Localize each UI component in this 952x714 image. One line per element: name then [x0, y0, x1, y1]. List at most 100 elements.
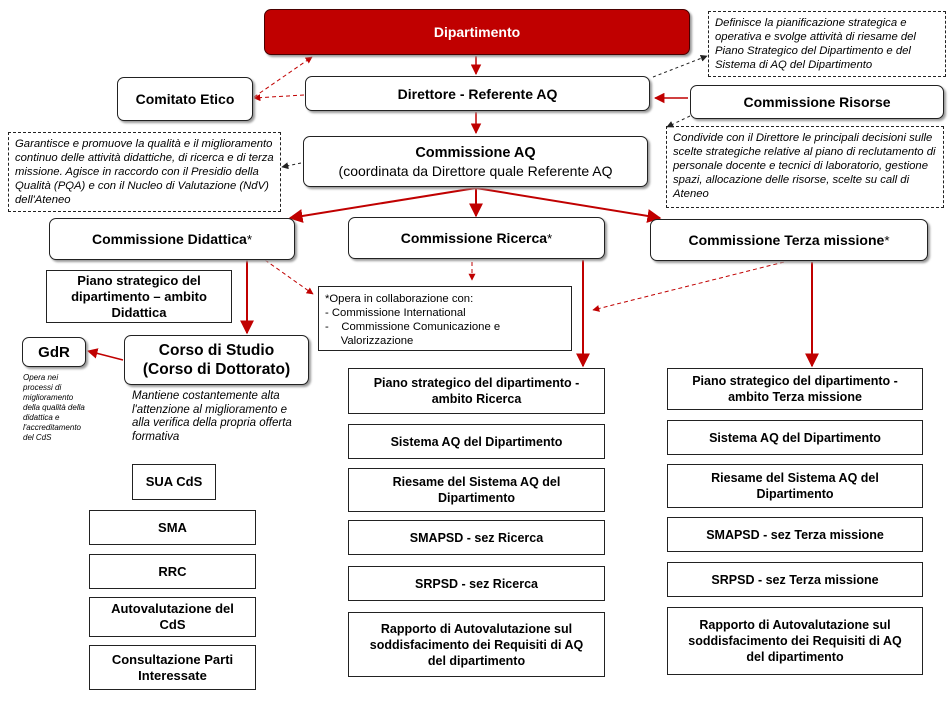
ricerca-piano-line-2: ambito Ricerca — [431, 392, 522, 406]
didattica-piano-line-2: dipartimento – ambito — [71, 288, 207, 304]
sma-box: SMA — [89, 510, 256, 545]
dipartimento-box: Dipartimento — [264, 9, 690, 55]
didattica-piano-line-1: Piano strategico del — [77, 272, 201, 288]
commissione-didattica-box: Commissione Didattica* — [49, 218, 295, 260]
gdr-box: GdR — [22, 337, 86, 367]
nota-gdr-line-6: l'accreditamento — [23, 423, 81, 432]
ricerca-riesame-line-1: Riesame del Sistema AQ del — [392, 475, 561, 489]
nota-direttore: Definisce la pianificazione strategica e… — [708, 11, 946, 77]
collaborazione-title: *Opera in collaborazione con: — [325, 293, 474, 305]
commissione-terza-box: Commissione Terza missione* — [650, 219, 928, 261]
collaborazione-note: *Opera in collaborazione con: - Commissi… — [318, 286, 572, 351]
gdr-label: GdR — [38, 343, 70, 361]
nota-corso-text: Mantiene costantemente alta l'attenzione… — [132, 390, 292, 443]
ricerca-rapporto-line-2: soddisfacimento dei Requisiti di AQ — [369, 637, 584, 652]
commissione-risorse-label: Commissione Risorse — [743, 94, 891, 110]
arrow-aq-didattica — [288, 187, 477, 223]
nota-corso: Mantiene costantemente alta l'attenzione… — [132, 390, 302, 444]
terza-riesame-line-2: Dipartimento — [756, 487, 834, 501]
ricerca-riesame-line-2: Dipartimento — [437, 491, 516, 505]
terza-riesame-line-1: Riesame del Sistema AQ del — [711, 471, 879, 485]
ricerca-sistema-label: Sistema AQ del Dipartimento — [390, 434, 563, 449]
commissione-aq-subtitle: (coordinata da Direttore quale Referente… — [338, 162, 613, 179]
terza-rapporto-line-3: del dipartimento — [746, 650, 844, 664]
nota-risorse: Condivide con il Direttore le principali… — [666, 126, 944, 208]
ricerca-piano-line-1: Piano strategico del dipartimento - — [373, 376, 580, 390]
terza-rapporto-line-1: Rapporto di Autovalutazione sul — [699, 618, 891, 632]
collaborazione-item-international: - Commissione International — [325, 307, 466, 319]
terza-srpsd-label: SRPSD - sez Terza missione — [711, 572, 879, 587]
autovalutazione-line-2: CdS — [159, 617, 186, 632]
commissione-aq-title: Commissione AQ — [415, 144, 536, 161]
terza-riesame-box: Riesame del Sistema AQ del Dipartimento — [667, 464, 923, 508]
arrow-corso-gdr — [86, 348, 124, 361]
nota-gdr-line-7: del CdS — [23, 433, 52, 442]
ricerca-smapsd-box: SMAPSD - sez Ricerca — [348, 520, 605, 555]
commissione-terza-label: Commissione Terza missione — [688, 232, 885, 248]
terza-smapsd-box: SMAPSD - sez Terza missione — [667, 517, 923, 552]
terza-piano-box: Piano strategico del dipartimento - ambi… — [667, 368, 923, 410]
arrow-aq-terza — [475, 187, 662, 223]
arrow-terza-collab — [592, 261, 785, 312]
commissione-risorse-box: Commissione Risorse — [690, 85, 944, 119]
ricerca-piano-box: Piano strategico del dipartimento - ambi… — [348, 368, 605, 414]
ricerca-sistema-box: Sistema AQ del Dipartimento — [348, 424, 605, 459]
asterisk-ricerca: * — [547, 230, 553, 246]
terza-sistema-box: Sistema AQ del Dipartimento — [667, 420, 923, 455]
arrow-direttore-comitato — [253, 94, 305, 102]
commissione-ricerca-box: Commissione Ricerca* — [348, 217, 605, 259]
arrow-comitato-dip — [253, 56, 313, 98]
sua-cds-label: SUA CdS — [145, 474, 203, 489]
consultazione-box: Consultazione Parti Interessate — [89, 645, 256, 690]
terza-piano-line-2: ambito Terza missione — [728, 390, 862, 404]
terza-srpsd-box: SRPSD - sez Terza missione — [667, 562, 923, 597]
nota-gdr: Opera nei processi di miglioramento dell… — [23, 373, 103, 443]
nota-risorse-text: Condivide con il Direttore le principali… — [673, 132, 936, 200]
commissione-aq-box: Commissione AQ (coordinata da Direttore … — [303, 136, 648, 187]
ricerca-rapporto-line-1: Rapporto di Autovalutazione sul — [380, 621, 573, 636]
ricerca-riesame-box: Riesame del Sistema AQ del Dipartimento — [348, 468, 605, 512]
ricerca-srpsd-box: SRPSD - sez Ricerca — [348, 566, 605, 601]
ricerca-rapporto-line-3: del dipartimento — [427, 653, 526, 668]
nota-direttore-text: Definisce la pianificazione strategica e… — [715, 17, 916, 71]
direttore-box: Direttore - Referente AQ — [305, 76, 650, 111]
dipartimento-label: Dipartimento — [433, 24, 521, 40]
arrow-aq-nota — [281, 162, 302, 170]
terza-rapporto-box: Rapporto di Autovalutazione sul soddisfa… — [667, 607, 923, 675]
didattica-piano-box: Piano strategico del dipartimento – ambi… — [46, 270, 232, 323]
nota-gdr-line-3: miglioramento — [23, 393, 74, 402]
autovalutazione-cds-box: Autovalutazione del CdS — [89, 597, 256, 637]
nota-gdr-line-5: didattica e — [23, 413, 60, 422]
terza-sistema-label: Sistema AQ del Dipartimento — [709, 430, 881, 445]
direttore-label: Direttore - Referente AQ — [397, 85, 558, 102]
nota-gdr-line-2: processi di — [23, 383, 62, 392]
nota-gdr-line-4: della qualità della — [23, 403, 85, 412]
corso-line-2: (Corso di Dottorato) — [142, 361, 291, 378]
autovalutazione-line-1: Autovalutazione del — [111, 601, 234, 616]
rrc-label: RRC — [158, 563, 187, 579]
comitato-etico-label: Comitato Etico — [135, 91, 235, 107]
ricerca-rapporto-box: Rapporto di Autovalutazione sul soddisfa… — [348, 612, 605, 677]
consultazione-line-2: Interessate — [138, 667, 207, 683]
terza-rapporto-line-2: soddisfacimento dei Requisiti di AQ — [688, 634, 902, 648]
commissione-ricerca-label: Commissione Ricerca — [400, 230, 548, 246]
sma-label: SMA — [158, 519, 187, 535]
ricerca-srpsd-label: SRPSD - sez Ricerca — [415, 576, 538, 591]
corso-di-studio-box: Corso di Studio (Corso di Dottorato) — [124, 335, 309, 385]
terza-smapsd-label: SMAPSD - sez Terza missione — [706, 527, 884, 542]
collaborazione-item-comunicazione: - Commissione Comunicazione e — [325, 321, 501, 333]
collaborazione-item-valorizzazione: Valorizzazione — [325, 335, 414, 347]
didattica-piano-line-3: Didattica — [111, 304, 167, 320]
rrc-box: RRC — [89, 554, 256, 589]
corso-line-1: Corso di Studio — [158, 342, 275, 359]
sua-cds-box: SUA CdS — [132, 464, 216, 500]
comitato-etico-box: Comitato Etico — [117, 77, 253, 121]
commissione-didattica-label: Commissione Didattica — [91, 231, 247, 247]
arrow-direttore-nota — [652, 55, 708, 78]
nota-gdr-line-1: Opera nei — [23, 373, 59, 382]
nota-commissione-aq: Garantisce e promuove la qualità e il mi… — [8, 132, 281, 212]
consultazione-line-1: Consultazione Parti — [111, 651, 234, 667]
asterisk-didattica: * — [246, 231, 252, 247]
nota-commissione-aq-text: Garantisce e promuove la qualità e il mi… — [15, 138, 274, 206]
ricerca-smapsd-label: SMAPSD - sez Ricerca — [409, 530, 544, 545]
